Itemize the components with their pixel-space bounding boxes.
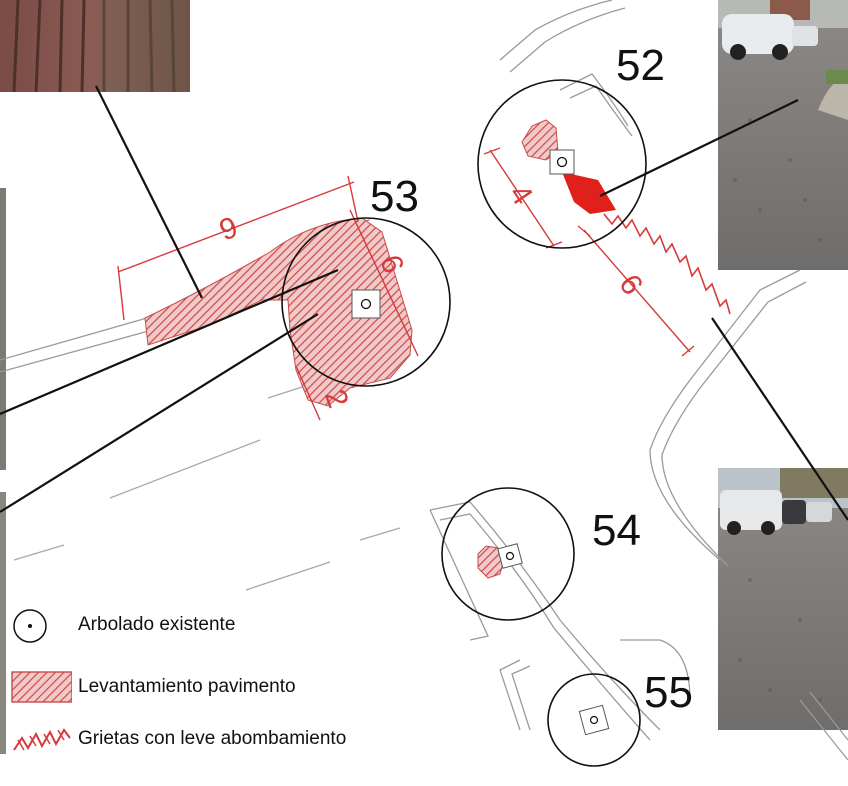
tree-55-number: 55 [644, 668, 693, 717]
tree-52-dimension-lines [483, 147, 695, 357]
tree-55-canopy-circle[interactable] [547, 673, 641, 767]
photo-leader-lines [0, 85, 848, 521]
tree-52-crack-length-label: 6 [612, 269, 649, 301]
tree-53-length-label: 9 [215, 211, 242, 248]
tree-52-number: 52 [616, 41, 665, 90]
tree-55-pit[interactable] [578, 704, 610, 736]
crack-zigzag-icon [13, 728, 71, 751]
legend-label-cracks: Grietas con leve abombamiento [78, 728, 347, 749]
legend-background [8, 600, 460, 768]
tree-52-damage-area [521, 119, 616, 214]
tree-54-number: 54 [592, 506, 641, 555]
tree-54-trunk-icon [505, 551, 515, 561]
tree-52-crack-icon [603, 213, 731, 315]
legend-label-existing-trees: Arbolado existente [78, 614, 236, 635]
tree-54-canopy-circle[interactable] [441, 487, 575, 621]
tree-53-canopy-circle[interactable] [281, 217, 451, 387]
tree-53-pit[interactable] [351, 289, 381, 319]
brick-pavement-photo [0, 0, 190, 93]
legend-item-pavement-lift: Levantamiento pavimento [8, 668, 468, 708]
tree-53-dimension-lines [117, 175, 419, 421]
tree-52-width-label: 4 [502, 179, 539, 211]
tree-54-pit[interactable] [497, 543, 523, 569]
legend-item-existing-trees: Arbolado existente [8, 606, 468, 646]
tree-52-pit[interactable] [549, 149, 575, 175]
parking-lot-photo-top [718, 0, 848, 270]
pavement-lift-hatch-icon [11, 671, 72, 703]
tree-53-damage-area [144, 217, 413, 407]
tree-52-canopy-circle[interactable] [477, 79, 647, 249]
lane-markings [13, 377, 401, 591]
legend-item-cracks: Grietas con leve abombamiento [8, 720, 468, 760]
existing-tree-symbol-icon [13, 609, 47, 643]
tree-52-trunk-icon [556, 156, 568, 168]
legend-label-pavement-lift: Levantamiento pavimento [78, 676, 296, 697]
tree-55-trunk-icon [589, 715, 599, 725]
tree-53-number: 53 [370, 172, 419, 221]
tree-54-damage-area [477, 545, 505, 579]
tree-53-trunk-icon [360, 298, 372, 310]
parking-lot-photo-bottom [718, 468, 848, 730]
left-edge-photo-strip [0, 188, 6, 754]
